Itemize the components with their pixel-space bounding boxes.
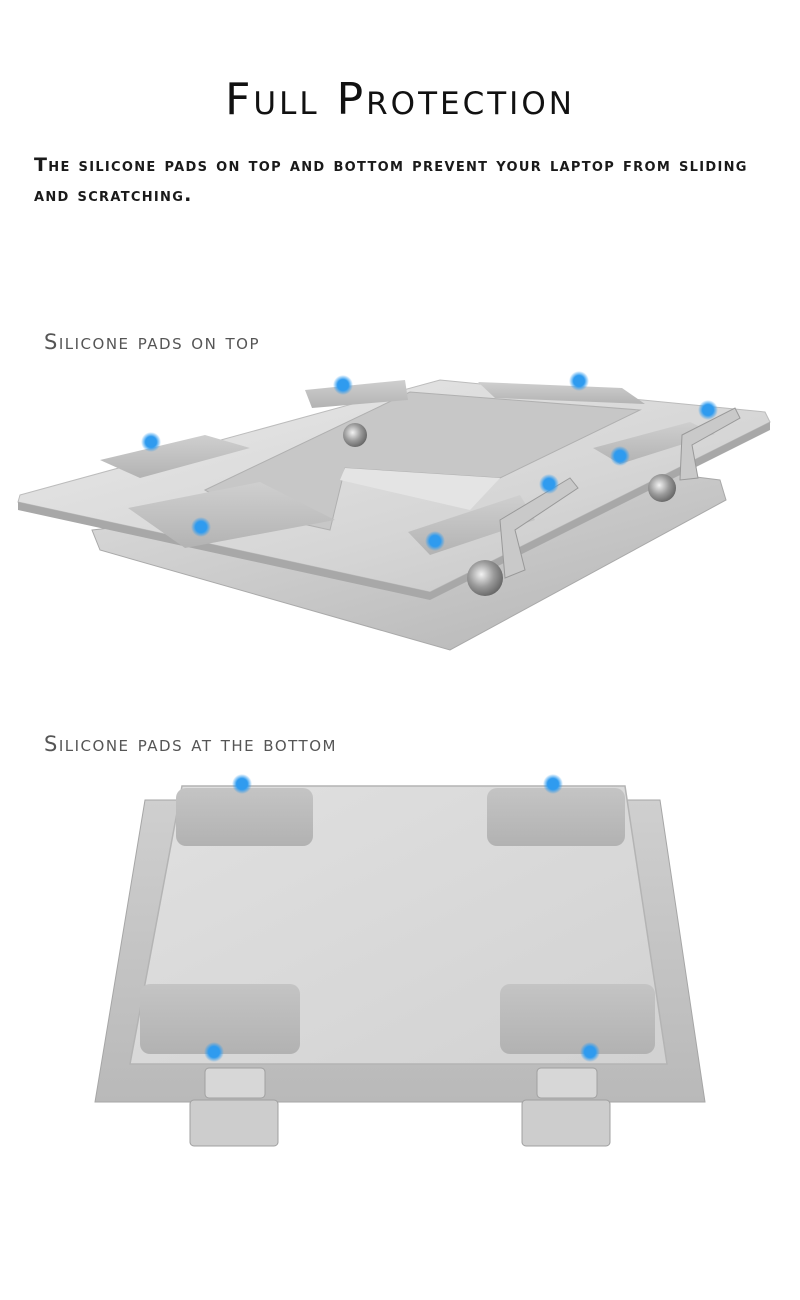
pad-top-left [176,788,313,846]
hinge-right [648,474,676,502]
section-label-bottom-pads: Silicone pads at the bottom [44,732,337,756]
stand-bottom-view [94,774,706,1147]
hinge-right-tab [521,1099,611,1147]
stand-top-view [17,371,771,651]
indicator-dot [425,531,445,551]
pad-back-left [305,380,408,408]
pad-front-left [128,482,335,548]
top-silicone-pads [100,380,715,555]
indicator-dot [543,774,563,794]
hinge-arm-right [679,407,741,481]
hinge-left-tab [189,1099,279,1147]
bottom-hinge-tabs [189,1067,611,1147]
hinge-arm-front [499,477,579,579]
indicator-dot [698,400,718,420]
pad-bottom-left [140,984,300,1054]
hinge-left [204,1067,266,1099]
pad-bottom-right [500,984,655,1054]
pad-back-right [478,382,645,404]
section-label-top-pads: Silicone pads on top [44,330,260,354]
bottom-silicone-pads [140,788,655,1054]
indicator-dot [333,375,353,395]
hinges [343,407,741,596]
bottom-pad-indicators [204,774,600,1062]
indicator-dot [569,371,589,391]
indicator-dot [580,1042,600,1062]
indicator-dot [191,517,211,537]
pad-left [100,435,250,478]
hinge-front [467,560,503,596]
pad-top-right [487,788,625,846]
indicator-dot [141,432,161,452]
indicator-dot [610,446,630,466]
page-title: Full Protection [225,74,575,125]
indicator-dot [232,774,252,794]
page-subtitle: The silicone pads on top and bottom prev… [34,154,748,206]
hinge-back [343,423,367,447]
indicator-dot [204,1042,224,1062]
inner-panel [340,468,500,510]
hinge-right [536,1067,598,1099]
pad-indicators [141,371,718,551]
indicator-dot [539,474,559,494]
